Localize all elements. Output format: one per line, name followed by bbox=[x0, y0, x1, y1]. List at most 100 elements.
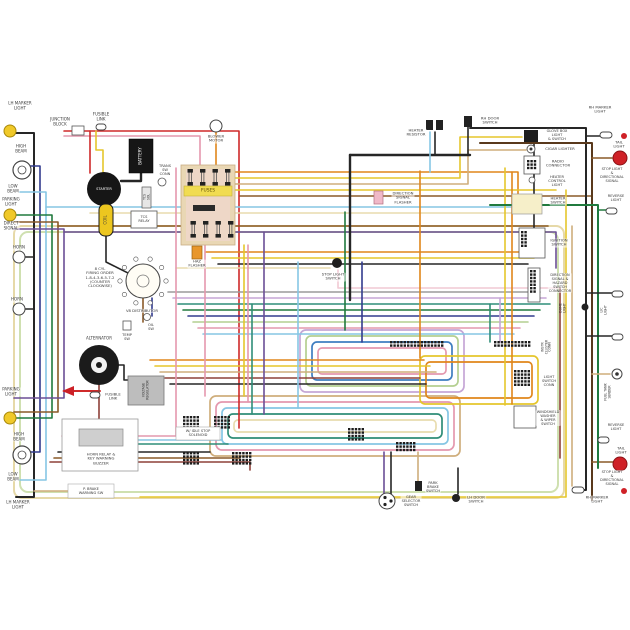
heater-control-light-label: HEATER CONTROL LIGHT bbox=[547, 174, 567, 188]
high-beam-top-label: HIGH BEAM bbox=[14, 143, 28, 154]
gear-selector-symbol bbox=[378, 492, 396, 510]
haz-flasher-label: HAZ FLASHER bbox=[187, 258, 207, 269]
distributor-rotor bbox=[136, 274, 150, 288]
rh-marker-lens-bottom bbox=[621, 488, 627, 494]
fuel-tank-sender-label: FUEL TANK SENDER bbox=[603, 383, 611, 401]
fuses-band bbox=[183, 185, 233, 197]
starter-circle bbox=[87, 172, 121, 206]
horn-1-label: HORN bbox=[12, 244, 26, 251]
wire-black bbox=[15, 132, 35, 498]
firing-order-label: 8 CYL FIRING ORDER 1-8-4-3-6-5-7-2 (COUN… bbox=[84, 266, 116, 289]
cigar-lighter-dot bbox=[529, 147, 533, 151]
alternator-hub bbox=[96, 362, 102, 368]
rh-marker-bulb-top bbox=[599, 131, 613, 139]
v8-distributor-label: V8 DISTRIBUTOR bbox=[124, 307, 160, 314]
reverse-bulb-top bbox=[605, 207, 618, 215]
tcs-solenoid-box bbox=[141, 186, 152, 209]
tail-light-bottom-label: TAIL LIGHT bbox=[614, 445, 628, 456]
low-beam-top-label: LOW BEAM bbox=[6, 183, 20, 194]
light-switch-connector-pins bbox=[514, 370, 530, 386]
rh-door-switch-symbol bbox=[464, 116, 472, 127]
rh-marker-lens-top bbox=[621, 133, 627, 139]
wire-black bbox=[119, 170, 143, 183]
direct-signal-label: DIRECT SIGNAL bbox=[2, 220, 20, 231]
wire-loop-blue bbox=[311, 341, 453, 381]
fusible-link-1-label: FUSIBLE LINK bbox=[91, 111, 111, 122]
temp-sw-symbol bbox=[122, 320, 132, 331]
wire-brown bbox=[13, 221, 59, 413]
heater-resistor-label: HEATER RESISTOR bbox=[405, 127, 427, 138]
stop-light-switch-symbol bbox=[332, 258, 342, 268]
junction-block-box bbox=[71, 125, 85, 136]
rh-marker-bulb-bottom bbox=[571, 486, 585, 494]
dir-haz-connector-pins bbox=[530, 270, 536, 293]
instr-cluster-connector-pins bbox=[494, 341, 531, 347]
wire-orange bbox=[233, 171, 519, 197]
distributor-circle bbox=[125, 263, 161, 299]
wire-pink bbox=[63, 135, 201, 167]
coil-body bbox=[98, 203, 114, 237]
reverse-bulb-bottom bbox=[597, 436, 610, 444]
voltage-regulator-label: VOLTAGE REGULATOR bbox=[141, 380, 149, 400]
direction-signal-flasher-label: DIRECTION SIGNAL FLASHER bbox=[391, 190, 415, 205]
wire-black bbox=[117, 364, 129, 381]
horn-symbol-2 bbox=[12, 302, 26, 316]
ignition-switch-label: IGNITION SWITCH bbox=[549, 237, 569, 248]
hazard-flasher-symbol bbox=[191, 245, 203, 260]
oil-sw-symbol bbox=[143, 313, 151, 321]
starter-label: STARTER bbox=[96, 186, 112, 191]
red-arrow bbox=[62, 386, 74, 396]
cigar-lighter-label: CIGAR LIGHTER bbox=[544, 145, 576, 152]
park-brake-switch-symbol bbox=[415, 481, 422, 491]
wire-loop-yellow bbox=[419, 355, 539, 405]
fuse-row-bottom bbox=[190, 221, 234, 238]
wire-ltblue bbox=[19, 191, 47, 481]
tcs-relay-box bbox=[130, 210, 158, 229]
coil-label: COIL bbox=[102, 215, 108, 225]
fuse-row-top bbox=[187, 169, 231, 186]
alternator-label: ALTERNATOR bbox=[85, 335, 113, 342]
headlamp-top-inner bbox=[17, 165, 27, 175]
idle-stop-label-box bbox=[175, 426, 221, 441]
wire-green bbox=[13, 214, 53, 419]
heater-resistor-symbol-b bbox=[436, 120, 443, 130]
heater-switch-box bbox=[511, 193, 543, 215]
fuses-label: FUSES bbox=[200, 188, 216, 194]
wire-loop-cream bbox=[233, 419, 437, 433]
bulkhead-connector bbox=[390, 341, 444, 347]
heater-resistor-symbol-a bbox=[426, 120, 433, 130]
floor-connector-a bbox=[348, 428, 364, 441]
horn-relay-label: HORN RELAY & KEY WARNING BUZZER bbox=[86, 451, 116, 466]
fusible-link-symbol-2 bbox=[89, 391, 101, 399]
dome-light-label: DOME LIGHT bbox=[558, 303, 566, 313]
fuel-sender-dot bbox=[615, 372, 619, 376]
horn-symbol-1 bbox=[12, 250, 26, 264]
wire-loop-lavender bbox=[299, 329, 465, 393]
idle-stop-solenoid-label: W/ IDLE STOP SOLENOID bbox=[185, 428, 211, 437]
stop-light-top-label: STOP LIGHT & DIRECTIONAL SIGNAL bbox=[599, 166, 625, 184]
dir-haz-connector-label: DIRECTION SIGNAL & HAZARD SWITCH CONNECT… bbox=[547, 272, 573, 294]
wire-loop-pink bbox=[317, 347, 447, 375]
light-switch-conn-label: LIGHT SWITCH CONN bbox=[540, 374, 558, 388]
lh-door-switch-symbol bbox=[452, 494, 460, 502]
rh-door-switch-label: RH DOOR SWITCH bbox=[479, 115, 501, 126]
heater-switch-label: HEATER SWITCH bbox=[549, 195, 567, 206]
wire-loop-ltblue bbox=[221, 407, 449, 445]
lh-door-switch-label: LH DOOR SWITCH bbox=[466, 494, 486, 505]
horn-2-label: HORN bbox=[10, 296, 24, 303]
radio-connector-label: RADIO CONNECTOR bbox=[544, 158, 572, 169]
wire-loop-ltgreen bbox=[305, 335, 459, 387]
wire-loop-pink bbox=[215, 401, 455, 451]
headlamp-bottom bbox=[12, 445, 32, 465]
gear-selector-contacts bbox=[383, 495, 393, 507]
lh-marker-lens-top bbox=[3, 124, 17, 138]
fusible-link-2-label: FUSIBLE LINK bbox=[104, 391, 122, 402]
headlamp-bottom-inner bbox=[17, 450, 27, 460]
trans-sw-conn-label: TRANS SW CONN bbox=[158, 163, 172, 177]
temp-sw-label: TEMP SW bbox=[121, 332, 133, 342]
low-beam-bottom-label: LOW BEAM bbox=[6, 471, 20, 482]
rh-marker-light-bottom-label: RH MARKER LIGHT bbox=[580, 495, 614, 505]
gear-selector-switch-label: GEAR SELECTOR SWITCH bbox=[400, 494, 422, 508]
